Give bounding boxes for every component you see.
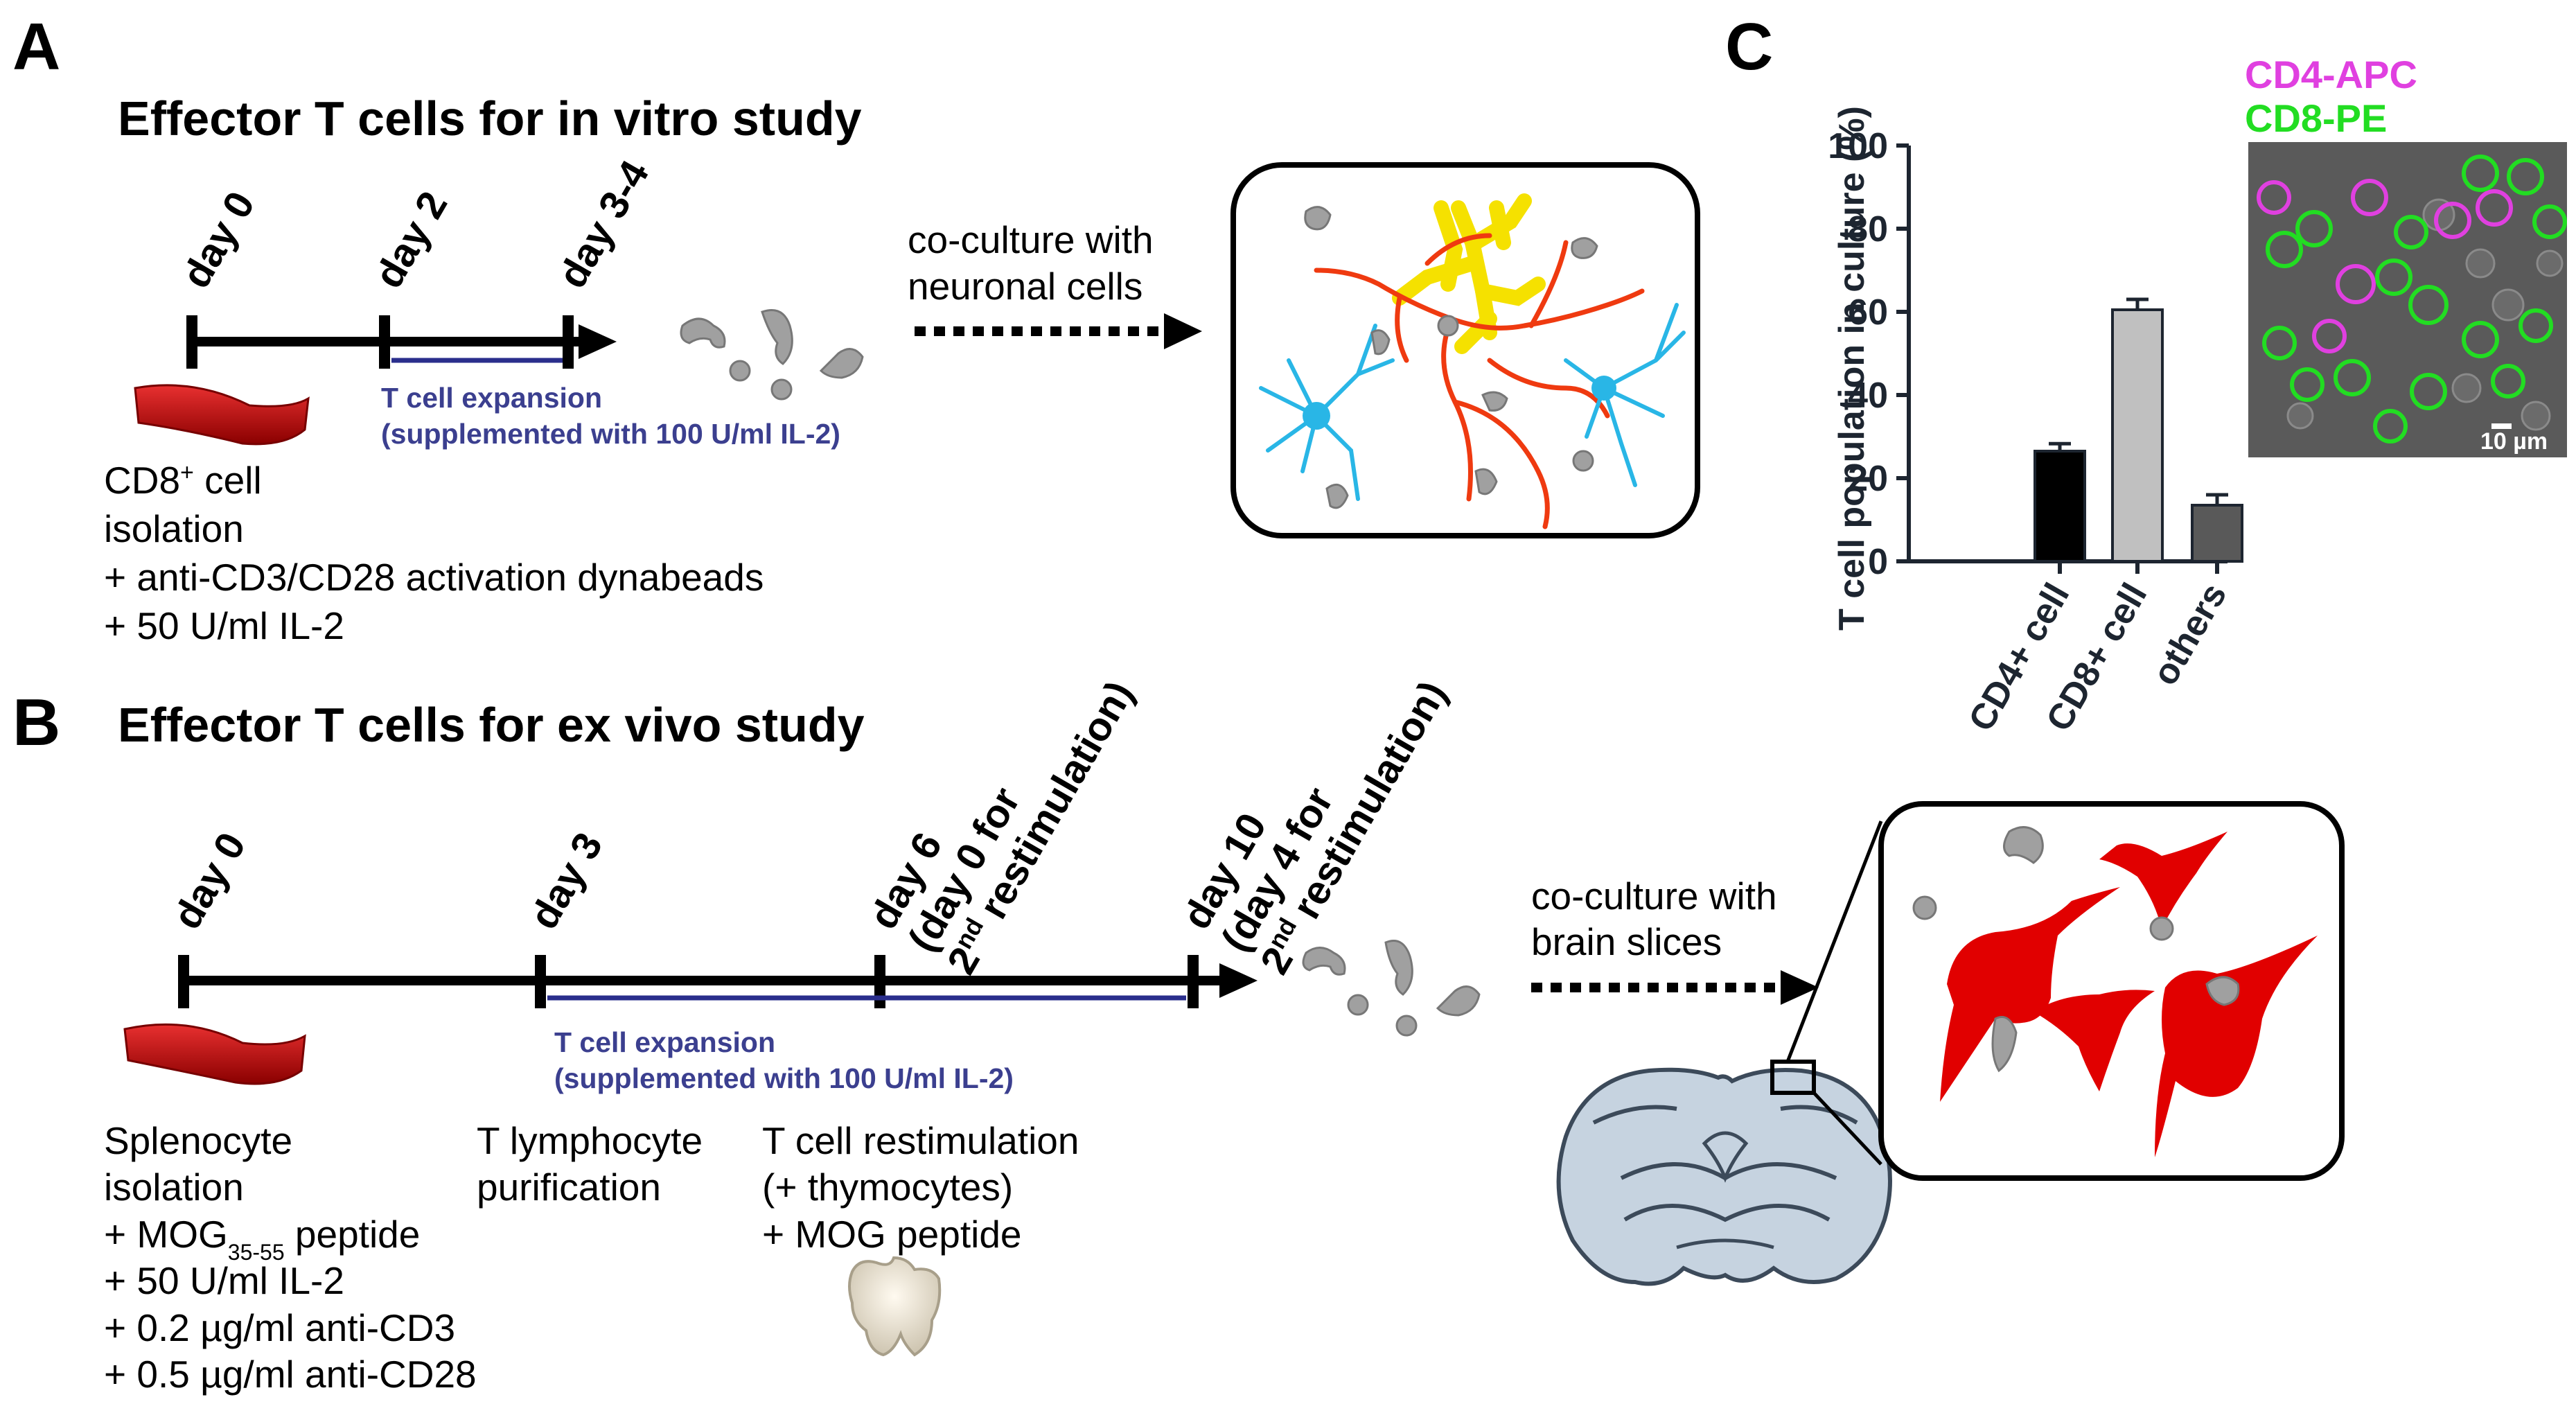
bar <box>2111 308 2164 563</box>
day-label: day 0 <box>164 825 254 937</box>
coculture-label: brain slices <box>1531 920 1722 963</box>
t-cell-icon <box>1302 940 1481 1037</box>
step-note: T lymphocyte <box>477 1119 703 1162</box>
step-note: + MOG peptide <box>762 1213 1022 1256</box>
category-label: others <box>2145 577 2235 692</box>
isolation-note: + 50 U/ml IL-2 <box>104 604 344 647</box>
expansion-label: (supplemented with 100 U/ml IL-2) <box>381 418 840 450</box>
y-tick-label: 20 <box>1848 459 1888 499</box>
bar <box>2034 450 2086 563</box>
coculture-label: co-culture with <box>1531 875 1777 918</box>
panel-b: B Effector T cells for ex vivo study day… <box>12 674 2345 1396</box>
expansion-label: (supplemented with 100 U/ml IL-2) <box>554 1062 1014 1094</box>
expansion-label: T cell expansion <box>381 382 602 414</box>
y-tick-label: 100 <box>1828 126 1888 166</box>
brain-slice-zoom-panel <box>1878 801 2345 1181</box>
bar <box>2191 504 2243 563</box>
spleen-icon <box>134 384 310 446</box>
day-label: day 3-4 <box>549 153 658 296</box>
panel-b-title: Effector T cells for ex vivo study <box>118 698 865 752</box>
panel-b-label: B <box>12 685 60 760</box>
day-label-day6: day 6 (day 0 for 2nd restimulation) <box>861 674 1143 982</box>
panel-c-label: C <box>1725 10 1773 84</box>
coculture-arrow-b-head <box>1781 970 1819 1005</box>
coculture-arrow-a-head <box>1164 313 1202 349</box>
timeline-b-arrowhead <box>1219 963 1258 998</box>
scale-bar-label: 10 µm <box>2480 428 2548 455</box>
zoom-line <box>1785 821 1883 1062</box>
micrograph-image: 10 µm <box>2248 142 2567 457</box>
t-cell-icon <box>680 309 864 401</box>
day-label: day 3 <box>521 825 611 937</box>
coculture-label: co-culture with <box>908 218 1154 261</box>
coculture-label: neuronal cells <box>908 265 1143 308</box>
step-note: + MOG35-55 peptide <box>104 1213 420 1265</box>
brain-slice-icon <box>1556 1067 1892 1286</box>
step-note: isolation <box>104 1166 244 1209</box>
day-label: day 2 <box>366 184 456 296</box>
legend-cd8: CD8-PE <box>2245 96 2387 140</box>
neuronal-culture-panel <box>1230 162 1700 538</box>
day-label: day 0 <box>173 184 263 296</box>
isolation-note: CD8+ cell <box>104 459 262 502</box>
step-note: + 50 U/ml IL-2 <box>104 1259 344 1302</box>
y-tick-label: 60 <box>1848 292 1888 333</box>
zoom-region <box>1770 1060 1816 1095</box>
step-note: T cell restimulation <box>762 1119 1079 1162</box>
legend-cd4: CD4-APC <box>2245 53 2417 96</box>
step-note: purification <box>477 1166 661 1209</box>
step-note: + 0.2 µg/ml anti-CD3 <box>104 1306 455 1349</box>
y-tick-label: 80 <box>1848 209 1888 249</box>
step-note: (+ thymocytes) <box>762 1166 1013 1209</box>
expansion-label: T cell expansion <box>554 1026 775 1058</box>
timeline-a-arrowhead <box>579 324 617 359</box>
step-note: + 0.5 µg/ml anti-CD28 <box>104 1353 477 1396</box>
thymus-icon <box>848 1256 942 1357</box>
spleen-icon <box>123 1023 306 1085</box>
bars <box>2034 297 2243 563</box>
panel-a-label: A <box>12 10 60 84</box>
panel-a-title: Effector T cells for in vitro study <box>118 91 862 146</box>
y-tick-label: 40 <box>1848 376 1888 416</box>
step-note: Splenocyte <box>104 1119 292 1162</box>
isolation-note: + anti-CD3/CD28 activation dynabeads <box>104 556 764 599</box>
y-axis-label: T cell population in culture (%) <box>1832 106 1872 631</box>
panel-a: A Effector T cells for in vitro study da… <box>12 10 1700 647</box>
y-tick-label: 0 <box>1868 542 1888 582</box>
day-label-day10: day 10 (day 4 for 2nd restimulation) <box>1174 674 1456 982</box>
isolation-note: isolation <box>104 507 244 550</box>
y-ticks: 0 20 40 60 80 100 <box>1828 126 1909 582</box>
zoom-line <box>1812 1091 1882 1166</box>
